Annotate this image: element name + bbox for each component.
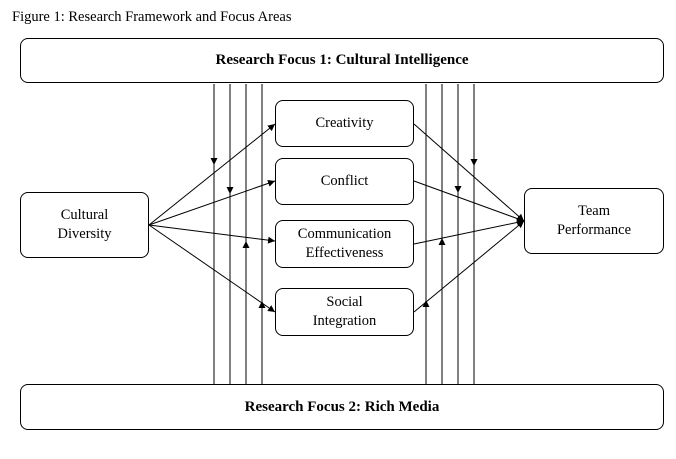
arrow-diversity-social xyxy=(148,224,276,313)
research-focus-1-box: Research Focus 1: Cultural Intelligence xyxy=(20,38,664,83)
research-focus-2-box: Research Focus 2: Rich Media xyxy=(20,384,664,430)
arrow-diversity-conflict xyxy=(148,180,276,226)
team-performance-box: Team Performance xyxy=(524,188,664,254)
research-focus-1-label: Research Focus 1: Cultural Intelligence xyxy=(215,52,469,68)
research-focus-2-label: Research Focus 2: Rich Media xyxy=(244,398,440,415)
social-integration-line1: Social xyxy=(326,294,363,310)
arrow-communication-performance xyxy=(413,219,525,245)
creativity-box: Creativity xyxy=(275,100,414,147)
social-integration-line2: Integration xyxy=(312,313,377,329)
arrow-creativity-performance xyxy=(413,123,525,222)
communication-effectiveness-box: Communication Effectiveness xyxy=(275,220,414,268)
conflict-box: Conflict xyxy=(275,158,414,205)
team-performance-line2: Performance xyxy=(556,222,632,238)
social-integration-box: Social Integration xyxy=(275,288,414,336)
arrow-social-performance xyxy=(413,220,525,313)
communication-line2: Effectiveness xyxy=(305,245,384,261)
arrow-diversity-creativity xyxy=(148,123,276,226)
arrow-diversity-communication xyxy=(148,224,276,244)
cultural-diversity-line1: Cultural xyxy=(60,207,109,223)
arrow-conflict-performance xyxy=(413,180,525,222)
communication-line1: Communication xyxy=(297,226,392,242)
team-performance-line1: Team xyxy=(578,203,610,219)
conflict-label: Conflict xyxy=(320,173,369,189)
cultural-diversity-box: Cultural Diversity xyxy=(20,192,149,258)
cultural-diversity-line2: Diversity xyxy=(57,226,112,242)
creativity-label: Creativity xyxy=(315,115,374,131)
figure-caption: Figure 1: Research Framework and Focus A… xyxy=(12,9,292,25)
